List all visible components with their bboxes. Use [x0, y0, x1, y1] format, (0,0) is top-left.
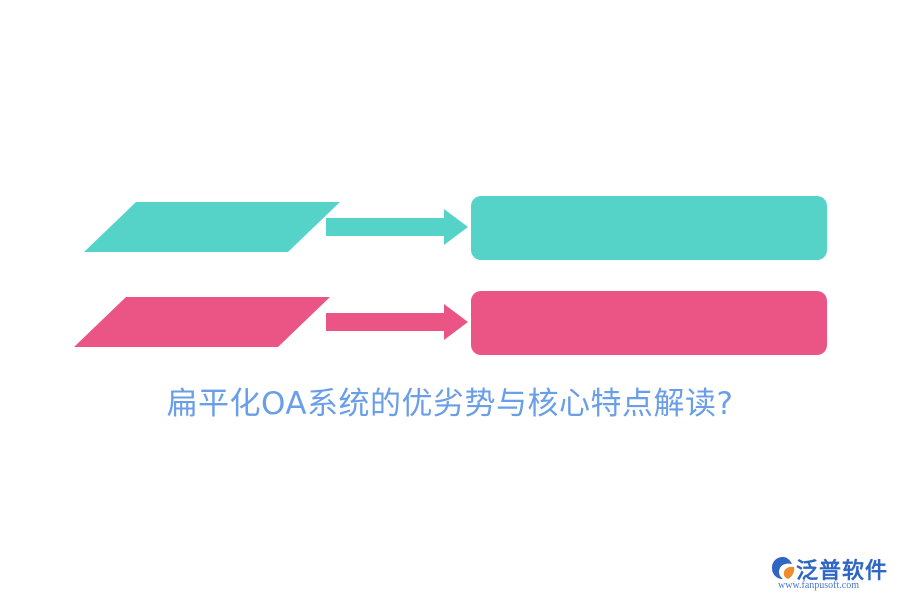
- pink-arrow-icon: [326, 303, 468, 341]
- diagram-title: 扁平化OA系统的优劣势与核心特点解读?: [166, 386, 734, 422]
- pink-box: [471, 291, 827, 355]
- fanpu-logo-icon: [772, 557, 795, 579]
- teal-box: [471, 196, 827, 260]
- logo-name: 泛普软件: [796, 559, 889, 584]
- pink-parallelogram: [74, 297, 330, 347]
- teal-parallelogram: [84, 202, 340, 252]
- brand-logo: 泛普软件 www.fanpusoft.com: [770, 553, 894, 593]
- logo-url: www.fanpusoft.com: [778, 580, 860, 591]
- teal-arrow-icon: [326, 208, 468, 246]
